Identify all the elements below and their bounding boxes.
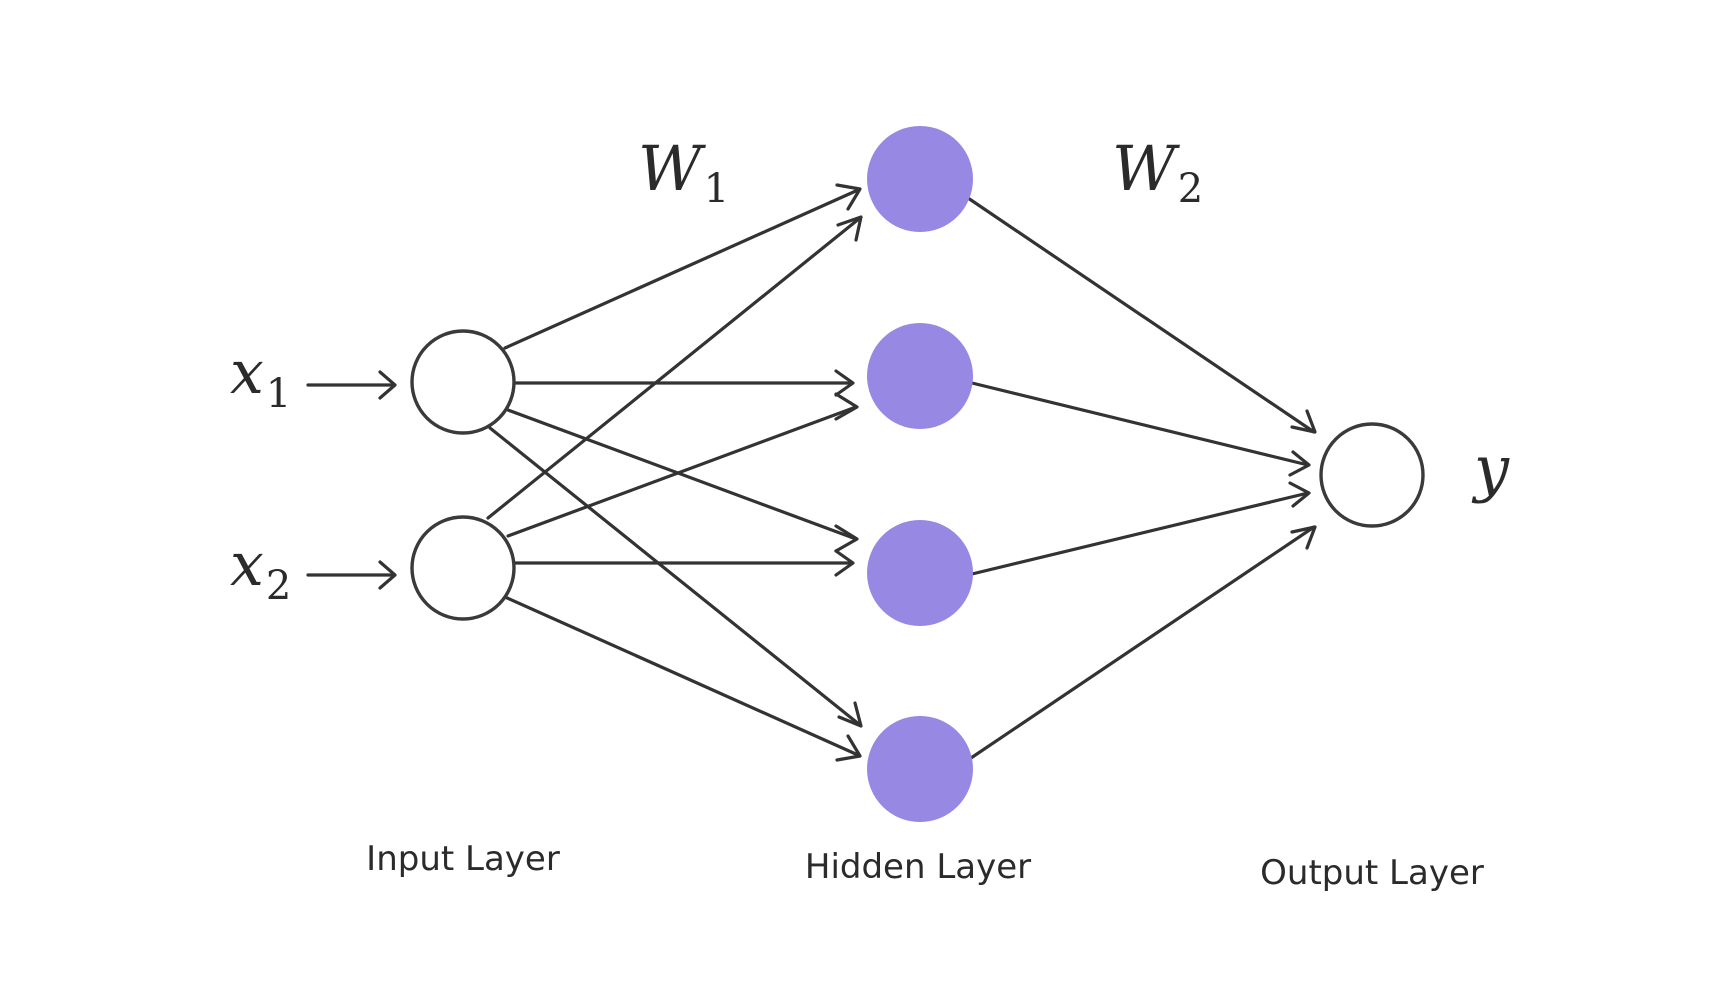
hidden-node-1 xyxy=(867,126,973,232)
arrowhead-h3-y xyxy=(1288,481,1311,508)
input-subscript-x2: 2 xyxy=(266,563,291,609)
arrowhead-x2-h2 xyxy=(834,392,859,421)
arrowhead-x1-h4 xyxy=(837,701,863,728)
edges-input-to-hidden xyxy=(486,183,863,762)
edge-x1-h3 xyxy=(506,408,858,541)
hidden-node-2 xyxy=(867,323,973,429)
arrowhead-x2-h3 xyxy=(834,549,855,577)
layer-label-input: Input Layer xyxy=(366,839,560,879)
input-node-1 xyxy=(410,329,516,435)
arrowhead-x1-h1 xyxy=(835,183,862,211)
arrowhead-x2-h1 xyxy=(836,215,863,242)
weight-label-w1: W1 xyxy=(638,132,729,212)
arrowhead-h4-y xyxy=(1290,525,1317,550)
layer-label-output: Output Layer xyxy=(1260,853,1484,893)
hidden-node-4 xyxy=(867,716,973,822)
weight-symbol-w1: W xyxy=(638,132,706,205)
layer-label-hidden: Hidden Layer xyxy=(805,847,1031,887)
edge-h3-y xyxy=(970,491,1310,576)
edge-x2-h4 xyxy=(503,595,860,757)
edges-hidden-to-output xyxy=(966,196,1317,762)
weight-symbol-w2: W xyxy=(1112,132,1180,205)
weight-subscript-w1: 1 xyxy=(704,166,729,212)
input-symbol-x2: x xyxy=(230,530,264,600)
input-symbol-x1: x xyxy=(230,338,264,408)
input-label-x2: x2 xyxy=(230,530,291,609)
weight-label-w2: W2 xyxy=(1112,132,1203,212)
input-node-2 xyxy=(410,515,516,621)
arrowhead-h2-y xyxy=(1288,450,1311,477)
edge-x2-h1 xyxy=(486,216,862,520)
output-label-y: y xyxy=(1471,432,1510,505)
input-subscript-x1: 1 xyxy=(266,371,291,417)
edge-h1-y xyxy=(966,196,1316,434)
input-layer-nodes xyxy=(410,329,516,621)
arrowhead-x2-h4 xyxy=(835,734,862,762)
weight-subscript-w2: 2 xyxy=(1178,166,1203,212)
hidden-layer-nodes xyxy=(867,126,973,822)
input-arrowhead-x2 xyxy=(378,560,397,590)
input-label-x1: x1 xyxy=(230,338,291,417)
edge-h2-y xyxy=(970,381,1310,467)
output-node xyxy=(1319,422,1425,528)
arrowhead-x1-h2 xyxy=(834,369,855,397)
edge-x1-h4 xyxy=(488,426,862,727)
arrowhead-h1-y xyxy=(1290,409,1317,434)
input-arrowhead-x1 xyxy=(378,370,397,400)
hidden-node-3 xyxy=(867,520,973,626)
edge-x2-h2 xyxy=(506,405,858,538)
edge-x1-h1 xyxy=(503,188,860,350)
edge-h4-y xyxy=(966,525,1316,762)
input-arrows xyxy=(306,370,397,590)
arrowhead-x1-h3 xyxy=(834,524,859,553)
